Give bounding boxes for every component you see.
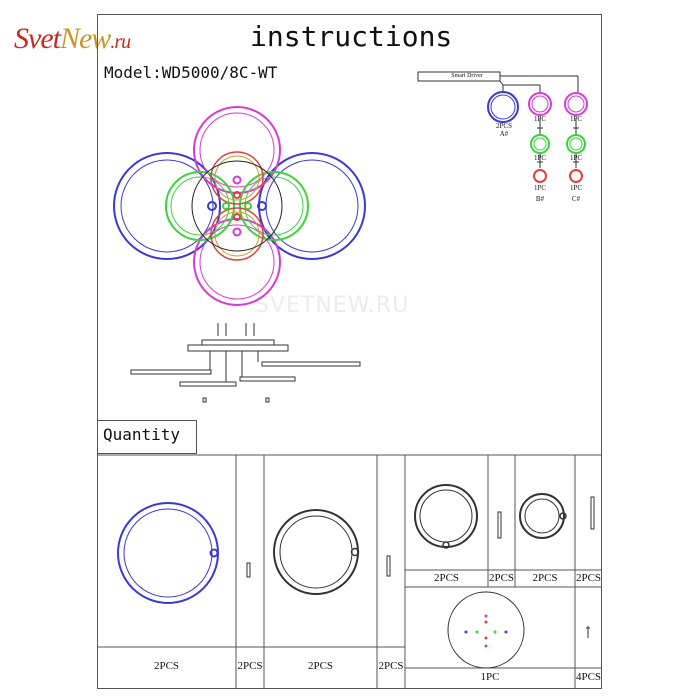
count-medium-rod: 2PCS xyxy=(378,660,404,672)
wiring-blue-ring xyxy=(487,91,519,123)
count-large-rod: 2PCS xyxy=(237,660,263,672)
part-canopy xyxy=(447,591,525,669)
count-xsmall-rod: 2PCS xyxy=(575,572,602,584)
magenta-ring-bottom xyxy=(193,218,281,306)
count-small-rod: 2PCS xyxy=(488,572,515,584)
page-title: instructions xyxy=(250,20,453,53)
blue-ring-left xyxy=(113,152,221,260)
model-number: Model:WD5000/8C-WT xyxy=(104,63,278,82)
quantity-table xyxy=(97,454,602,689)
wiring-green-ring-c xyxy=(566,134,586,154)
part-medium-ring xyxy=(273,509,360,595)
part-xsmall-ring xyxy=(519,493,567,539)
group-c-mid-count: 1PC xyxy=(569,154,583,162)
part-xsmall-rod xyxy=(590,496,595,530)
count-small-ring: 2PCS xyxy=(433,572,460,584)
count-canopy: 1PC xyxy=(480,671,500,683)
part-large-rod xyxy=(246,562,251,578)
green-ring-right xyxy=(239,171,309,241)
fixture-side-view xyxy=(130,323,361,403)
canopy-outline xyxy=(191,160,283,252)
group-b-mid-count: 1PC xyxy=(533,154,547,162)
fixture-top-view xyxy=(113,106,366,306)
group-c-tag: C# xyxy=(571,195,581,203)
red-ring-top xyxy=(210,151,264,205)
count-large-ring: 2PCS xyxy=(153,660,180,672)
group-b-top-count: 1PC xyxy=(533,115,547,123)
wiring-plus-signs xyxy=(537,125,579,165)
wiring-red-ring-c xyxy=(569,169,583,183)
wiring-magenta-ring-c xyxy=(564,92,588,116)
wiring-red-ring-b xyxy=(533,169,547,183)
group-a-count: 2PCS xyxy=(496,122,512,130)
count-medium-ring: 2PCS xyxy=(307,660,334,672)
wiring-magenta-ring-b xyxy=(528,92,552,116)
group-b-tag: B# xyxy=(535,195,545,203)
driver-label: Smart Driver xyxy=(451,73,483,79)
count-screws: 4PCS xyxy=(575,671,602,683)
drawing-frame xyxy=(97,14,602,689)
part-large-ring xyxy=(117,502,219,604)
wiring-diagram xyxy=(417,71,579,168)
group-c-bot-count: 1PC xyxy=(569,184,583,192)
magenta-ring-top xyxy=(193,106,281,194)
group-a-tag: A# xyxy=(499,130,509,138)
part-small-ring xyxy=(414,484,478,549)
brand-logo: SvetNew.ru xyxy=(14,22,131,55)
quantity-heading: Quantity xyxy=(97,420,197,454)
group-c-top-count: 1PC xyxy=(569,115,583,123)
group-b-bot-count: 1PC xyxy=(533,184,547,192)
part-screw xyxy=(586,626,590,638)
part-medium-rod xyxy=(386,555,391,577)
red-ring-bottom xyxy=(210,207,264,261)
watermark: SVETNEW.RU xyxy=(255,293,410,318)
wiring-rings xyxy=(487,91,588,183)
count-xsmall-ring: 2PCS xyxy=(532,572,558,584)
part-small-rod xyxy=(497,511,502,539)
green-ring-left xyxy=(165,171,235,241)
wiring-green-ring-b xyxy=(530,134,550,154)
